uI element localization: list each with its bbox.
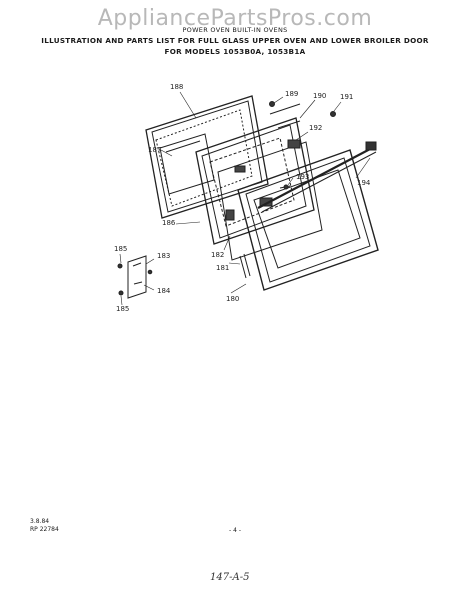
- callout-187: 187: [148, 146, 162, 154]
- screw-193: [283, 184, 289, 190]
- page-number: - 4 -: [229, 527, 241, 534]
- callout-192: 192: [309, 124, 323, 132]
- callout-182: 182: [211, 251, 225, 259]
- callout-186: 186: [162, 219, 176, 227]
- handle-194: [257, 141, 377, 213]
- handwritten-note: 147-A-5: [210, 572, 250, 583]
- side-trim-181: [239, 253, 251, 279]
- callout-185-top: 185: [114, 245, 128, 253]
- header-line-3: FOR MODELS 1053B0A, 1053B1A: [164, 47, 306, 56]
- watermark: AppliancePartsPros.com: [97, 6, 373, 31]
- callout-185-bottom: 185: [116, 305, 130, 313]
- header-line-1: POWER OVEN BUILT-IN OVENS: [182, 26, 288, 34]
- screw-191: [330, 111, 336, 117]
- leader-lines: [119, 91, 371, 306]
- callout-181: 181: [216, 264, 230, 272]
- footer-code: RP 22784: [30, 526, 59, 533]
- screw-189: [269, 101, 275, 107]
- callout-188: 188: [170, 83, 184, 91]
- middle-frame-190: [217, 103, 323, 261]
- footer-date: 3.8.84: [30, 518, 50, 525]
- callout-190: 190: [313, 92, 327, 100]
- callout-184: 184: [157, 287, 171, 295]
- callout-183: 183: [157, 252, 171, 260]
- callout-189: 189: [285, 90, 299, 98]
- rear-panel-188: [145, 95, 269, 219]
- callout-191: 191: [340, 93, 354, 101]
- inner-frame-186: [195, 117, 315, 245]
- hinge-assembly: [117, 255, 153, 299]
- glass-187: [159, 133, 215, 195]
- header-line-2: ILLUSTRATION AND PARTS LIST FOR FULL GLA…: [41, 36, 429, 45]
- callout-194: 194: [357, 179, 371, 187]
- callout-180: 180: [226, 295, 240, 303]
- callout-193: 193: [296, 173, 310, 181]
- outer-door-180: [237, 149, 379, 291]
